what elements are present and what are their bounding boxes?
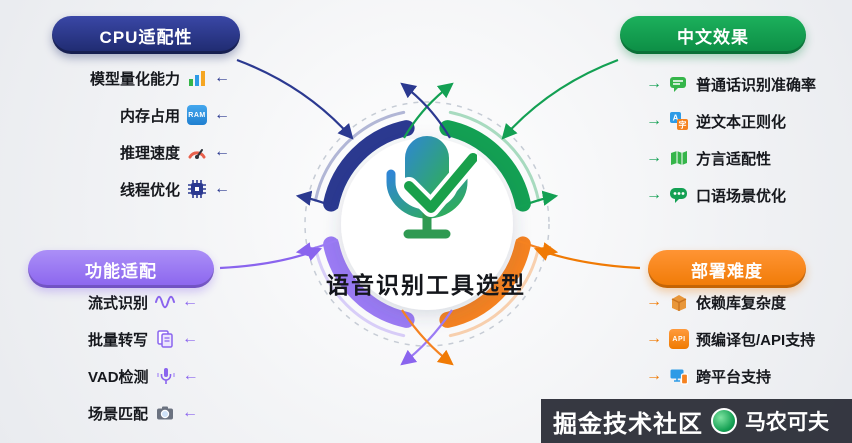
- item-label: 预编译包/API支持: [696, 331, 816, 349]
- list-item: VAD检测 ←: [88, 364, 199, 388]
- list-item: 批量转写 ←: [88, 327, 198, 351]
- speech-accuracy-icon: [669, 74, 689, 94]
- stream-wave-icon: [155, 292, 176, 312]
- author-avatar-icon: [711, 408, 737, 434]
- category-chinese-pill: 中文效果: [620, 16, 806, 54]
- item-label: 批量转写: [88, 331, 149, 349]
- watermark-bar: 掘金技术社区 马农可夫: [541, 399, 852, 443]
- item-label: 依赖库复杂度: [696, 294, 787, 312]
- item-label: 普通话识别准确率: [696, 76, 817, 94]
- page-title: 语音识别工具选型: [326, 272, 526, 298]
- connector-arrow-icon: →: [646, 149, 662, 166]
- connector-arrow-icon: →: [646, 293, 662, 310]
- ram-chip-icon: RAM: [187, 105, 207, 125]
- ram-badge-text: RAM: [188, 111, 206, 119]
- item-label: 跨平台支持: [696, 368, 772, 386]
- item-label: 推理速度: [119, 144, 180, 162]
- item-label: 线程优化: [119, 181, 180, 199]
- item-label: 流式识别: [88, 294, 149, 312]
- bar-chart-icon: [187, 68, 207, 88]
- item-label: 逆文本正则化: [696, 113, 787, 131]
- list-item: → 普通话识别准确率: [646, 72, 816, 96]
- microphone-illustration: [377, 134, 477, 246]
- list-item: 线程优化 ←: [120, 177, 230, 201]
- category-function-pill: 功能适配: [28, 250, 214, 288]
- item-label: 场景匹配: [88, 405, 149, 423]
- connector-arrow-icon: →: [646, 330, 662, 347]
- connector-arrow-icon: →: [646, 112, 662, 129]
- microphone-icon: [386, 136, 477, 239]
- watermark-author: 马农可夫: [745, 411, 829, 434]
- connector-arrow-icon: →: [646, 186, 662, 203]
- connector-arrow-icon: ←: [182, 404, 199, 421]
- item-label: 模型量化能力: [89, 70, 180, 88]
- vad-mic-icon: [156, 366, 176, 386]
- connector-arrow-icon: ←: [214, 180, 230, 197]
- list-item: 流式识别 ←: [88, 290, 198, 314]
- cross-platform-icon: [669, 366, 689, 386]
- list-item: 模型量化能力 ←: [90, 66, 230, 90]
- connector-arrow-icon: →: [646, 367, 662, 384]
- api-badge-icon: API: [669, 329, 689, 349]
- list-item: → API 预编译包/API支持: [646, 327, 815, 351]
- dependency-box-icon: [669, 292, 689, 312]
- svg-text:A: A: [673, 114, 679, 123]
- connector-arrow-icon: ←: [182, 367, 199, 384]
- list-item: 场景匹配 ←: [88, 401, 198, 425]
- list-item: → 方言适配性: [646, 146, 771, 170]
- function-items-list: 流式识别 ← 批量转写 ← VAD检测 ← 场景匹配 ←: [88, 290, 199, 425]
- connector-arrow-icon: →: [646, 75, 662, 92]
- scene-camera-icon: [155, 403, 175, 423]
- connector-arrow-icon: ←: [214, 143, 230, 160]
- speed-gauge-icon: [187, 142, 207, 162]
- cpu-items-list: 模型量化能力 ← 内存占用 RAM ← 推理速度 ← 线程优化 ←: [18, 66, 230, 201]
- list-item: → 依赖库复杂度: [646, 290, 786, 314]
- dialect-map-icon: [669, 148, 689, 168]
- connector-arrow-icon: ←: [182, 293, 199, 310]
- connector-arrow-icon: ←: [182, 330, 199, 347]
- colloquial-bubble-icon: [669, 185, 689, 205]
- connector-arrow-icon: ←: [214, 106, 230, 123]
- item-label: 方言适配性: [696, 150, 772, 168]
- watermark-brand: 掘金技术社区: [553, 410, 703, 438]
- item-label: 口语场景优化: [696, 187, 787, 205]
- api-badge-text: API: [672, 335, 686, 343]
- list-item: → 口语场景优化: [646, 183, 786, 207]
- list-item: → 跨平台支持: [646, 364, 771, 388]
- cpu-chip-icon: [187, 179, 207, 199]
- item-label: 内存占用: [119, 107, 180, 125]
- list-item: 推理速度 ←: [120, 140, 230, 164]
- item-label: VAD检测: [88, 368, 149, 386]
- svg-text:字: 字: [679, 120, 687, 130]
- category-cpu-pill: CPU适配性: [52, 16, 240, 54]
- batch-docs-icon: [155, 329, 175, 349]
- connector-arrow-icon: ←: [214, 69, 230, 86]
- list-item: 内存占用 RAM ←: [120, 103, 230, 127]
- category-deploy-pill: 部署难度: [648, 250, 806, 288]
- deploy-items-list: → 依赖库复杂度 → API 预编译包/API支持 → 跨平台支持: [646, 290, 815, 388]
